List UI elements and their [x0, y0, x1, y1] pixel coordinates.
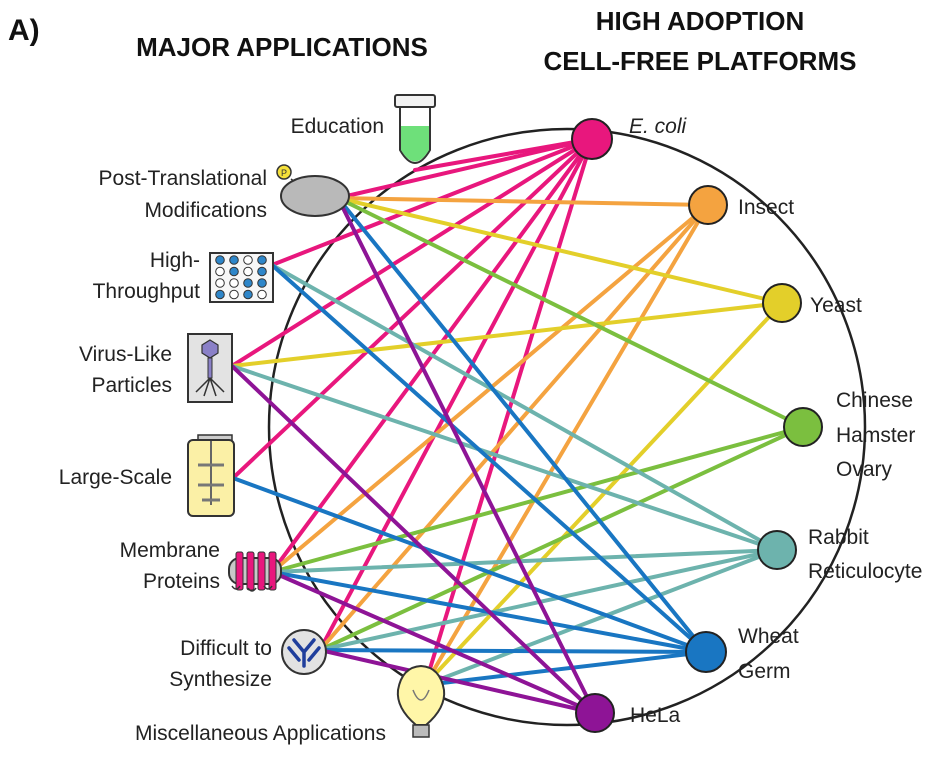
well-icon [257, 266, 267, 277]
well-icon [257, 255, 267, 265]
label-ecoli: E. coli [629, 115, 688, 138]
connection-insect-ptm [336, 196, 710, 207]
connection-wheat-misc [423, 650, 708, 687]
network-ring [267, 127, 867, 727]
right-title-line1: HIGH ADOPTION [596, 6, 804, 36]
platform-node-cho [783, 407, 823, 447]
label-wheat-line2: Germ [738, 660, 791, 683]
label-misc: Miscellaneous Applications [135, 722, 386, 745]
connection-wheat-ptm [336, 196, 708, 654]
connection-hela-difficult [318, 648, 597, 715]
label-ptm-line2: Modifications [144, 199, 267, 222]
connection-rabbit-high_throughput [270, 263, 779, 552]
well-icon [243, 289, 253, 300]
connection-ecoli-difficult [318, 137, 594, 652]
well-icon [229, 278, 239, 288]
platform-node-ecoli [571, 118, 613, 160]
connection-wheat-large_scale [231, 476, 708, 654]
label-high-throughput-line1: High- [150, 249, 200, 272]
connection-ecoli-misc [423, 137, 594, 687]
label-cho-line1: Chinese [836, 389, 913, 412]
well-icon [243, 266, 253, 277]
well-icon [229, 266, 239, 277]
helix-icon [268, 551, 277, 591]
label-cho-line2: Hamster [836, 424, 915, 447]
label-high-throughput-line2: Throughput [93, 280, 201, 303]
helix-icon [246, 551, 255, 591]
left-title: MAJOR APPLICATIONS [136, 32, 428, 62]
well-icon [215, 266, 225, 277]
label-large-scale: Large-Scale [59, 466, 172, 489]
platform-node-hela [575, 693, 615, 733]
well-icon [215, 255, 225, 265]
label-membrane-line2: Proteins [143, 570, 220, 593]
label-difficult-line1: Difficult to [180, 637, 272, 660]
connection-ecoli-ptm [336, 137, 594, 200]
label-membrane-line1: Membrane [120, 539, 220, 562]
connection-wheat-high_throughput [270, 263, 708, 654]
well-icon [257, 289, 267, 300]
well-icon [229, 289, 239, 300]
well-icon [257, 278, 267, 288]
well-icon [215, 289, 225, 300]
connection-rabbit-difficult [318, 548, 779, 652]
test-tube-icon [394, 94, 436, 164]
connection-yeast-vlp [230, 301, 784, 368]
ptm-protein-icon [280, 175, 350, 217]
label-education: Education [291, 115, 384, 138]
connection-cho-difficult [318, 425, 805, 652]
platform-node-wheat [685, 631, 727, 673]
connection-lines [230, 137, 805, 715]
well-icon [215, 278, 225, 288]
bioreactor-icon [187, 434, 235, 517]
platform-node-rabbit [757, 530, 797, 570]
membrane-protein-icon [228, 551, 282, 592]
bacteriophage-icon [187, 333, 233, 403]
well-icon [229, 255, 239, 265]
label-vlp-line2: Particles [91, 374, 172, 397]
connection-insect-difficult [318, 203, 710, 652]
helix-icon [235, 551, 244, 591]
connection-ecoli-vlp [230, 137, 594, 368]
label-ptm-line1: Post-Translational [99, 167, 267, 190]
connection-insect-misc [423, 203, 710, 687]
connection-rabbit-vlp [230, 364, 779, 552]
connection-hela-membrane [270, 570, 597, 715]
phosphate-badge-label: P [281, 168, 287, 178]
label-difficult-line2: Synthesize [169, 668, 272, 691]
phosphate-badge-icon: P [276, 164, 292, 180]
right-title-line2: CELL-FREE PLATFORMS [544, 46, 857, 76]
light-bulb-icon [396, 664, 446, 738]
connection-hela-vlp [230, 364, 597, 715]
well-icon [243, 278, 253, 288]
label-yeast: Yeast [810, 294, 862, 317]
connection-yeast-ptm [336, 196, 784, 305]
label-cho-line3: Ovary [836, 458, 893, 481]
connection-wheat-difficult [318, 648, 708, 654]
label-wheat-line1: Wheat [738, 625, 799, 648]
label-insect: Insect [738, 196, 794, 219]
label-rabbit-line2: Reticulocyte [808, 560, 922, 583]
label-hela: HeLa [630, 704, 681, 727]
panel-label: A) [8, 14, 40, 47]
well-icon [243, 255, 253, 265]
platform-node-yeast [762, 283, 802, 323]
antibody-icon [281, 629, 327, 675]
connection-rabbit-membrane [270, 548, 779, 574]
platform-node-insect [688, 185, 728, 225]
label-vlp-line1: Virus-Like [79, 343, 172, 366]
connection-cho-ptm [336, 196, 805, 429]
well-plate-icon [209, 252, 274, 303]
label-rabbit-line1: Rabbit [808, 526, 869, 549]
connection-yeast-misc [423, 301, 784, 687]
connection-hela-ptm [336, 196, 597, 715]
connection-ecoli-high_throughput [270, 137, 594, 267]
helix-icon [257, 551, 266, 591]
